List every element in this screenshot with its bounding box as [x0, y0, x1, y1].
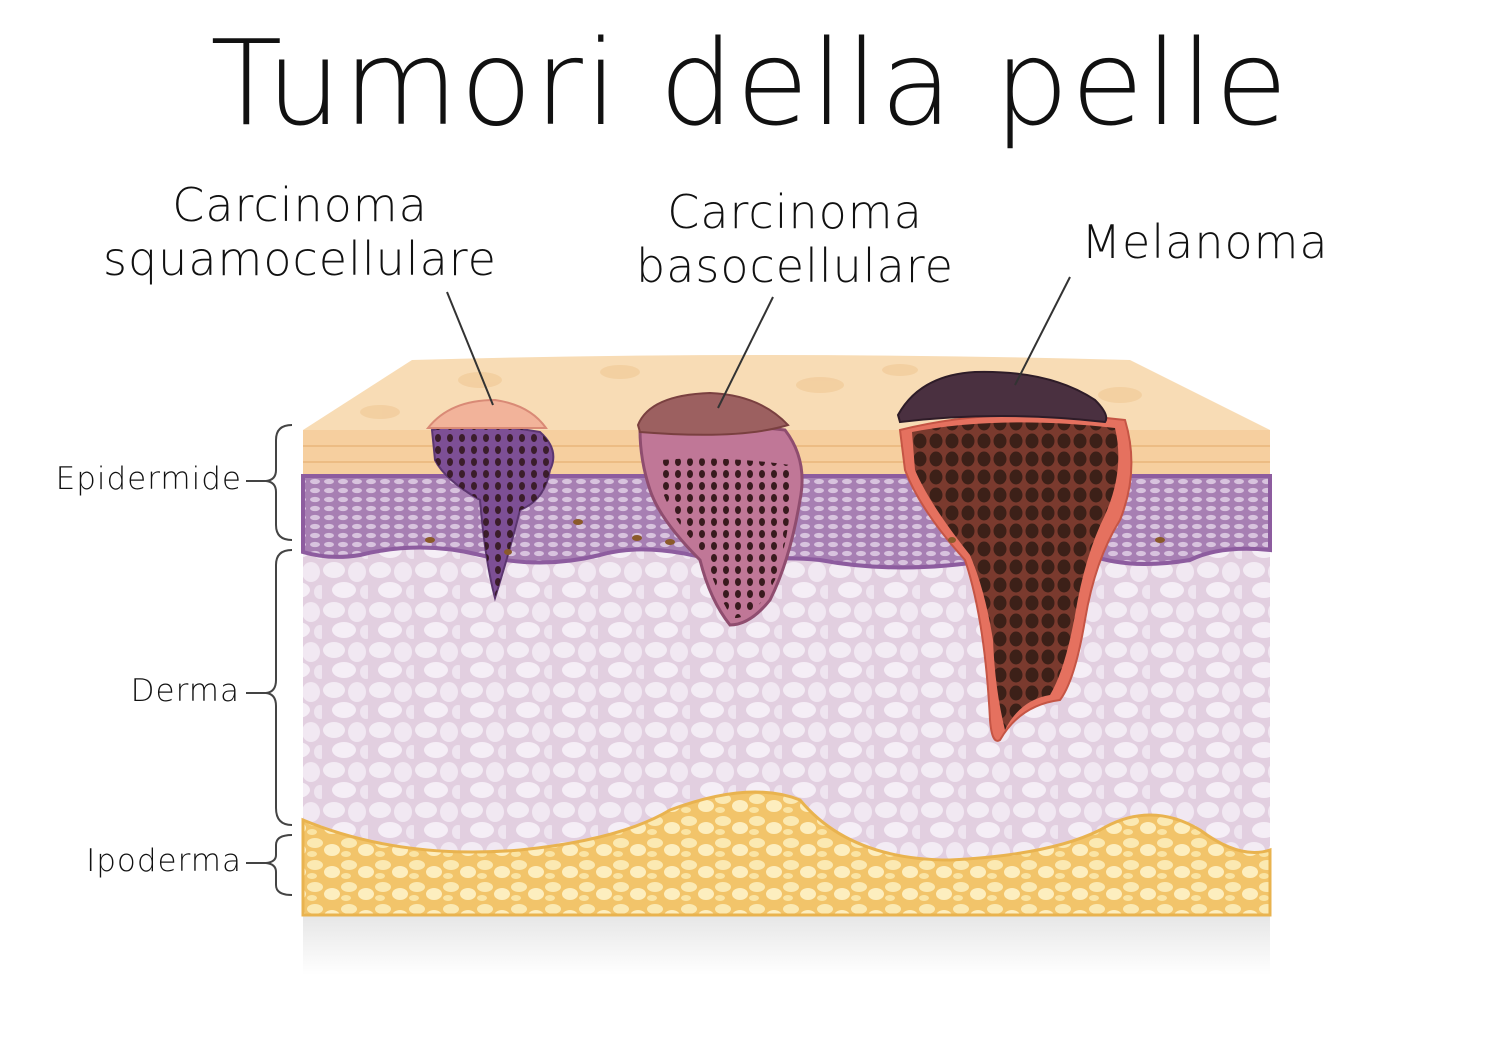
basal-pointer-line — [717, 296, 774, 409]
hypodermis-label: Ipoderma — [86, 843, 242, 879]
basal-label-line1: Carcinoma — [667, 185, 923, 239]
basal-label-line2: basocellulare — [636, 239, 954, 293]
dermis-label: Derma — [130, 673, 240, 709]
epidermis-bracket — [265, 424, 293, 541]
squamous-pointer-line — [446, 291, 494, 406]
squamous-lesion-surface — [425, 398, 548, 429]
melanoma-lesion-surface — [896, 370, 1108, 424]
basal-carcinoma-label: Carcinoma basocellulare — [560, 185, 1030, 293]
basal-lesion-surface — [636, 391, 790, 436]
hypodermis-bracket — [265, 834, 293, 896]
melanoma-label-text: Melanoma — [1081, 215, 1329, 269]
melanoma-pointer-line — [1014, 276, 1071, 386]
squamous-label-line2: squamocellulare — [103, 232, 497, 286]
ground-shadow — [303, 915, 1270, 975]
hypodermis-layer — [301, 790, 1272, 917]
squamous-carcinoma-label: Carcinoma squamocellulare — [60, 178, 540, 286]
epidermis-label: Epidermide — [55, 461, 242, 497]
melanoma-cells — [912, 422, 1119, 730]
dermis-bracket — [265, 549, 293, 826]
page-title: Tumori della pelle — [210, 14, 1290, 152]
melanoma-label: Melanoma — [1040, 215, 1370, 269]
squamous-label-line1: Carcinoma — [172, 178, 428, 232]
